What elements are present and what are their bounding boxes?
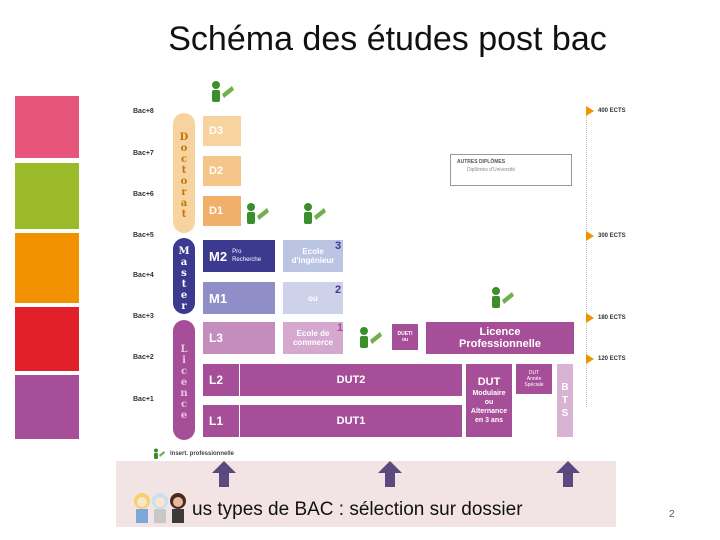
doctorat-pill: [173, 113, 195, 233]
person-icon: [360, 327, 382, 348]
bac-level-label: Bac+8: [133, 108, 154, 115]
ou-years: 2: [335, 284, 342, 296]
insert-legend-label: Insert. professionnelle: [170, 451, 235, 457]
ects-arrow-icon: [586, 231, 594, 241]
ects-arrow-icon: [586, 354, 594, 364]
m1-block: M1: [203, 282, 275, 314]
ou-block: ou: [283, 282, 343, 314]
ects-arrow-icon: [586, 313, 594, 323]
master-pill: [173, 238, 195, 314]
bac-level-label: Bac+5: [133, 232, 154, 239]
up-arrow-icon: [212, 461, 236, 487]
ects-label: 300 ECTS: [598, 233, 626, 239]
person-icon: [492, 287, 514, 308]
ecole-commerce-years: 1: [337, 322, 344, 334]
ects-label: 400 ECTS: [598, 108, 626, 114]
ects-axis-line: [586, 112, 587, 407]
person-icon: [247, 203, 269, 224]
l1-block: L1: [203, 405, 239, 437]
person-icon: [304, 203, 326, 224]
footer-band: [116, 461, 616, 527]
person-icon: [154, 448, 165, 459]
bac-level-label: Bac+6: [133, 191, 154, 198]
ects-label: 120 ECTS: [598, 356, 626, 362]
page-title: Schéma des études post bac: [168, 20, 607, 58]
bac-level-label: Bac+7: [133, 150, 154, 157]
l3-block: L3: [203, 322, 275, 354]
color-swatch-orange: [15, 233, 79, 303]
dut1-block: DUT1: [240, 405, 462, 437]
up-arrow-icon: [556, 461, 580, 487]
color-swatch-purple: [15, 375, 79, 439]
footer-text: us types de BAC : sélection sur dossier: [192, 499, 523, 520]
autres-diplomes-box: AUTRES DIPLÔMES Diplômes d'Université: [450, 154, 572, 186]
bac-level-label: Bac+1: [133, 396, 154, 403]
ects-arrow-icon: [586, 106, 594, 116]
page-number: 2: [669, 509, 675, 520]
dut2-block: DUT2: [240, 364, 462, 396]
licence-pill: [173, 320, 195, 440]
bac-level-label: Bac+4: [133, 272, 154, 279]
person-icon: [212, 81, 234, 102]
d1-block: D1: [203, 196, 241, 226]
bac-level-label: Bac+2: [133, 354, 154, 361]
d3-block: D3: [203, 116, 241, 146]
students-illustration: [134, 493, 186, 523]
l2-block: L2: [203, 364, 239, 396]
ects-label: 180 ECTS: [598, 315, 626, 321]
color-swatch-pink: [15, 96, 79, 158]
ecole-ingenieur-years: 3: [335, 240, 342, 252]
up-arrow-icon: [378, 461, 402, 487]
color-swatch-red: [15, 307, 79, 371]
bac-level-label: Bac+3: [133, 313, 154, 320]
d2-block: D2: [203, 156, 241, 186]
color-swatch-green: [15, 163, 79, 229]
